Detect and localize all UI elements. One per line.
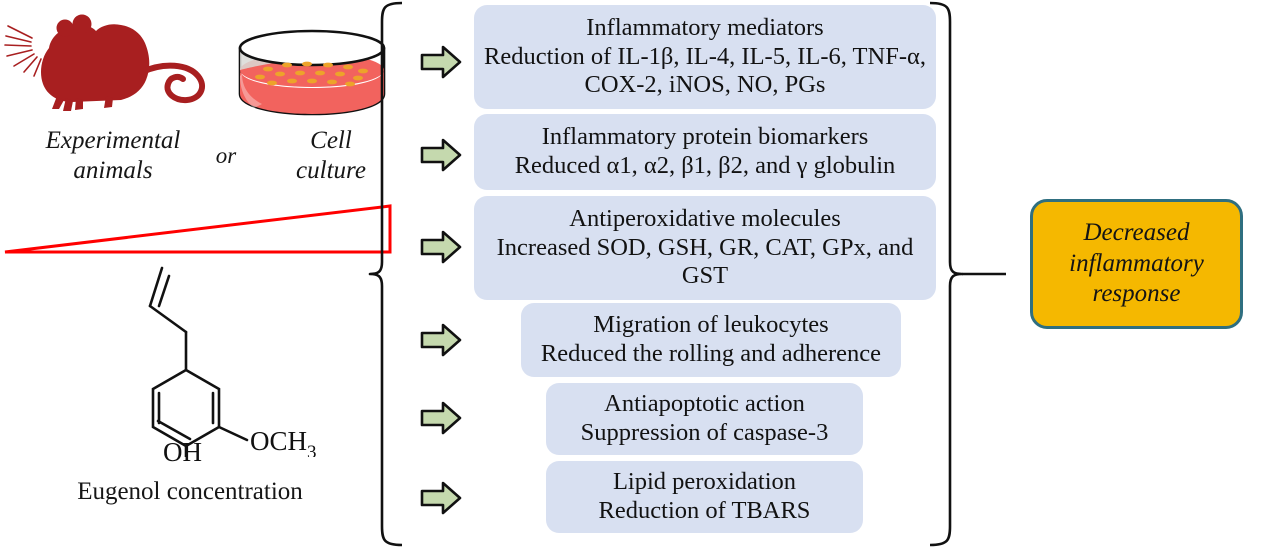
effect-box-lipid-peroxidation[interactable]: Lipid peroxidation Reduction of TBARS <box>546 461 863 533</box>
effect-box-migration-of-leukocytes[interactable]: Migration of leukocytes Reduced the roll… <box>521 303 901 377</box>
eugenol-hydroxyl-label: OH <box>163 437 202 467</box>
effect-2-line-2: Reduced α1, α2, β1, β2, and γ globulin <box>514 152 896 179</box>
arrow-icon-effect-1 <box>420 45 462 79</box>
effect-box-antiapoptotic-action[interactable]: Antiapoptotic action Suppression of casp… <box>546 383 863 455</box>
effect-5-line-1: Antiapoptotic action <box>604 390 805 418</box>
effect-box-inflammatory-protein-biomarkers[interactable]: Inflammatory protein biomarkers Reduced … <box>474 114 936 190</box>
arrow-icon-effect-5 <box>420 401 462 435</box>
effect-box-antiperoxidative-molecules[interactable]: Antiperoxidative molecules Increased SOD… <box>474 196 936 300</box>
experimental-animals-label: Experimental animals <box>8 126 218 185</box>
eugenol-concentration-label: Eugenol concentration <box>77 478 303 505</box>
effect-1-line-2: Reduction of IL-1β, IL-4, IL-5, IL-6, TN… <box>484 42 926 70</box>
svg-text:OCH: OCH <box>250 426 307 456</box>
effect-3-line-1: Antiperoxidative molecules <box>569 205 841 233</box>
effect-2-line-1: Inflammatory protein biomarkers <box>541 123 869 151</box>
arrow-icon-effect-2 <box>420 138 462 172</box>
effect-box-inflammatory-mediators[interactable]: Inflammatory mediators Reduction of IL-1… <box>474 5 936 109</box>
effect-3-line-2: Increased SOD, GSH, GR, CAT, GPx, and <box>496 233 914 261</box>
eugenol-structure-icon: OCH 3 <box>148 266 317 457</box>
svg-text:3: 3 <box>307 442 317 457</box>
cell-culture-label: Cell culture <box>256 126 406 185</box>
svg-text:OH: OH <box>163 437 202 467</box>
arrow-icon-effect-6 <box>420 481 462 515</box>
effect-1-line-1: Inflammatory mediators <box>586 14 824 42</box>
effect-3-line-3: GST <box>681 262 729 290</box>
arrow-icon-effect-3 <box>420 230 462 264</box>
animals-line-1: Experimental <box>45 127 181 154</box>
concentration-gradient-triangle <box>4 204 392 254</box>
experimental-mouse-icon <box>4 14 205 111</box>
or-connector-label: or <box>215 143 237 168</box>
effect-5-line-2: Suppression of caspase-3 <box>580 419 829 446</box>
cell-line-1: Cell <box>310 127 352 154</box>
outcome-box-decreased-inflammatory-response[interactable]: Decreased inflammatory response <box>1030 199 1243 329</box>
outcome-line-2: inflammatory <box>1069 249 1204 277</box>
arrow-icon-effect-4 <box>420 323 462 357</box>
left-grouping-brace <box>368 1 403 547</box>
outcome-line-3: response <box>1092 280 1181 308</box>
animals-line-2: animals <box>73 156 153 184</box>
right-grouping-brace <box>929 1 1006 547</box>
effect-6-line-1: Lipid peroxidation <box>612 468 797 496</box>
effect-1-line-3: COX-2, iNOS, NO, PGs <box>584 71 826 99</box>
cell-line-2: culture <box>296 156 366 184</box>
effect-4-line-1: Migration of leukocytes <box>593 311 829 339</box>
effect-4-line-2: Reduced the rolling and adherence <box>540 340 882 367</box>
outcome-line-1: Decreased <box>1083 219 1190 247</box>
effect-6-line-2: Reduction of TBARS <box>598 497 811 524</box>
cell-culture-dish-icon <box>238 29 386 116</box>
